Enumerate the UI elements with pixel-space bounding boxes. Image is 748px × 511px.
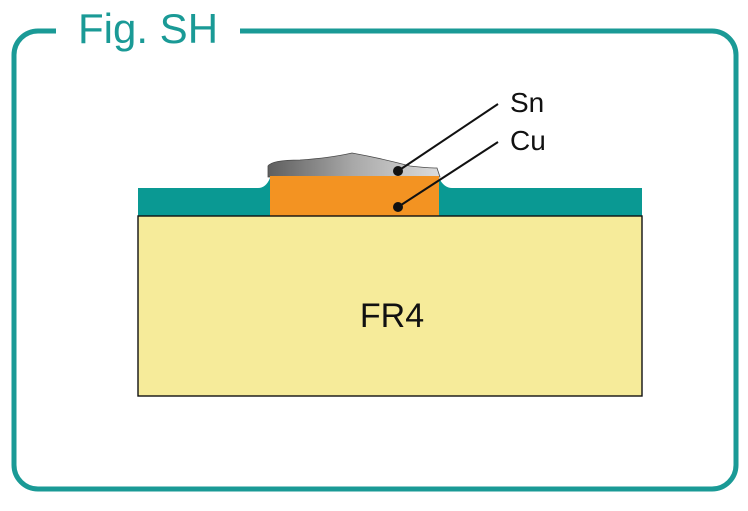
solder-mask-right [439, 178, 642, 216]
fr4-label: FR4 [360, 297, 424, 335]
copper-leader-line [397, 141, 499, 208]
copper-pad [270, 176, 439, 216]
tin-plating [267, 152, 441, 178]
tin-leader-dot [393, 166, 403, 176]
figure-title: Fig. SH [56, 2, 241, 56]
tin-label: Sn [510, 87, 544, 118]
tin-leader-line [397, 103, 499, 172]
solder-mask-left [138, 178, 270, 216]
copper-leader-dot [393, 202, 403, 212]
fr4-substrate [137, 215, 643, 397]
copper-label: Cu [510, 125, 546, 156]
figure-frame [11, 28, 739, 492]
